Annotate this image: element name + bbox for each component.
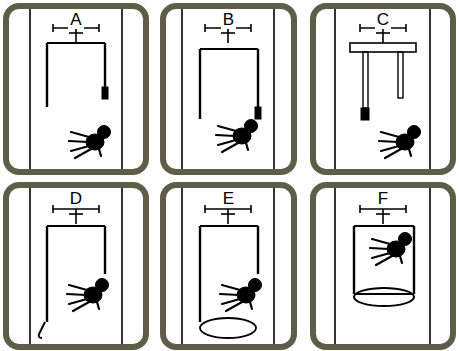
panel-frame: D (3, 182, 149, 350)
panel-letter: F (376, 189, 390, 208)
panel-frame: B (160, 3, 297, 175)
panel-frame: E (160, 182, 297, 350)
panel-letter: E (221, 189, 236, 208)
panel-letter: B (221, 10, 236, 29)
panel-frame: C (310, 3, 456, 175)
panel-letter: A (68, 10, 83, 29)
panel-letter: D (68, 189, 84, 208)
panel-letter: C (375, 10, 391, 29)
panel-frame: A (3, 3, 149, 175)
panel-frame: F (310, 182, 456, 350)
